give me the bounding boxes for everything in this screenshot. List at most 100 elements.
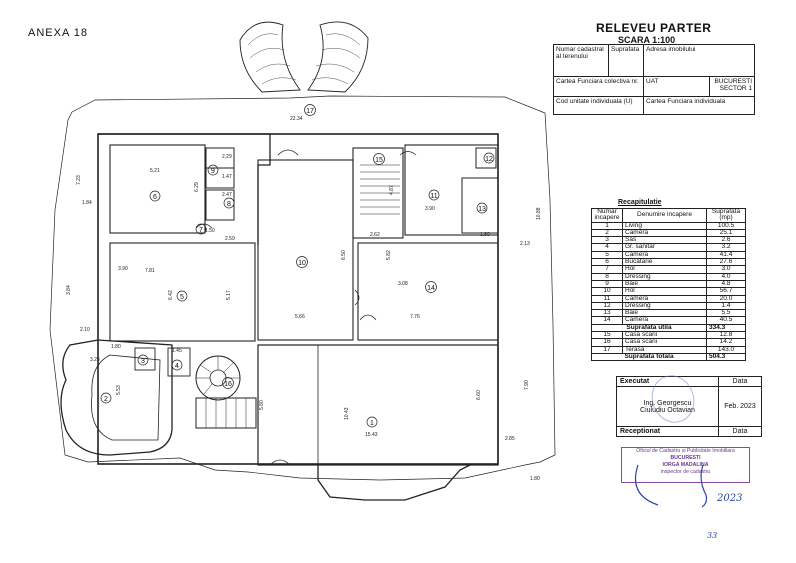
cad-cell: UAT [643, 76, 710, 97]
recap-cell: Hol [622, 287, 707, 296]
dim-label: 7.90 [524, 380, 530, 390]
recap-cell: 14.2 [706, 338, 746, 347]
cad-cell: Adresa imobilului [643, 44, 755, 77]
dim-label: 2.47 [222, 192, 232, 198]
recap-cell: 5.5 [706, 309, 746, 318]
dim-label: 6.50 [341, 250, 347, 260]
svg-text:5: 5 [180, 294, 184, 301]
svg-text:2: 2 [104, 396, 108, 403]
svg-text:1: 1 [370, 420, 374, 427]
receptionat-label: Receptionat [616, 426, 719, 437]
room-marker: 7 [195, 223, 207, 235]
dim-label: 2.85 [505, 436, 515, 442]
dim-label: 10.88 [536, 207, 542, 220]
recap-cell: 4.0 [706, 272, 746, 281]
svg-text:7: 7 [199, 227, 203, 234]
recap-cell: 40.5 [706, 316, 746, 325]
dim-label: 3.25 [90, 357, 100, 363]
recap-cell: Suprafata totala [591, 352, 707, 362]
recap-cell: 41.4 [706, 250, 746, 260]
svg-text:11: 11 [430, 193, 437, 200]
dim-label: 5.82 [386, 250, 392, 260]
recap-title: Recapitulatie [618, 199, 662, 206]
exec-name-2: Ciuludiu Octavian [640, 406, 695, 414]
dim-label: 5.66 [295, 314, 305, 320]
room-marker: 11 [428, 189, 440, 201]
recap-cell: 504.3 [706, 352, 746, 362]
cad-cell: BUCURESTI SECTOR 1 [709, 76, 755, 97]
dim-label: 3.90 [425, 206, 435, 212]
dim-label: 1.45 [172, 348, 182, 354]
dim-label: 5.53 [116, 385, 122, 395]
stamp-line: BUCURESTI [670, 455, 701, 461]
dim-label: 1.80 [480, 232, 490, 238]
room-marker: 2 [100, 392, 112, 404]
dim-label: 22.34 [290, 116, 303, 122]
dim-label: 2.13 [520, 241, 530, 247]
dim-label: 5.21 [150, 168, 160, 174]
page-number: 33 [707, 531, 718, 540]
dim-label: 1.47 [222, 174, 232, 180]
cad-cell: Cartea Funciara individuala [643, 96, 755, 115]
svg-text:13: 13 [478, 206, 486, 213]
recap-cell: 14 [591, 316, 623, 325]
recap-cell: Bucatarie [622, 258, 707, 267]
recap-header: Numar incapere [591, 208, 623, 223]
dim-label: 2.29 [222, 154, 232, 160]
svg-text:9: 9 [211, 168, 215, 175]
svg-text:6: 6 [153, 194, 157, 201]
dim-label: 7.76 [410, 314, 420, 320]
recap-cell: 143.0 [706, 345, 746, 354]
recap-header: Denumire incapere [622, 208, 707, 223]
room-marker: 14 [425, 281, 437, 293]
dim-label: 2.59 [225, 236, 235, 242]
svg-text:3: 3 [141, 358, 145, 365]
dim-label: 3.90 [118, 266, 128, 272]
recap-cell: 4.8 [706, 279, 746, 289]
signature-marks [634, 464, 708, 508]
recap-cell: 1.4 [706, 301, 746, 311]
room-marker: 1 [366, 416, 378, 428]
exec-names: Ing. Georgescu Ciuludiu Octavian [616, 386, 719, 427]
scale-label: SCARA 1:100 [618, 35, 676, 45]
dim-label: 7.23 [76, 175, 82, 185]
dim-label: 7.81 [145, 268, 155, 274]
dim-label: 15.43 [365, 432, 378, 438]
svg-text:12: 12 [485, 156, 493, 163]
page-title: RELEVEU PARTER [596, 21, 712, 35]
dim-label: 1.84 [82, 200, 92, 206]
handwritten-year: 2023 [717, 493, 743, 504]
exec-date: Feb. 2023 [717, 386, 763, 427]
dim-label: 1.80 [530, 476, 540, 482]
recap-cell: 3.0 [706, 265, 746, 274]
svg-text:4: 4 [175, 363, 179, 370]
recap-cell: 56.7 [706, 287, 746, 296]
stamp-line: IORGA MADALINA [662, 462, 709, 468]
recap-cell: 27.6 [706, 258, 746, 267]
svg-text:14: 14 [427, 285, 435, 292]
dim-label: 1.80 [111, 344, 121, 350]
cad-cell: Cartea Funciara colectiva nr. [553, 76, 644, 97]
recap-cell: 334.3 [706, 323, 746, 333]
recap-cell: 20.0 [706, 294, 746, 303]
svg-text:8: 8 [227, 201, 231, 208]
recap-cell: 12.8 [706, 331, 746, 340]
recap-cell: 17 [591, 345, 623, 354]
dim-label: 1.50 [205, 228, 215, 234]
dim-label: 6.42 [168, 290, 174, 300]
dim-label: 5.80 [259, 400, 265, 410]
exec-date-label: Data [717, 376, 763, 387]
room-marker: 12 [483, 152, 495, 164]
svg-text:17: 17 [306, 108, 314, 115]
cad-cell: Suprafata [608, 44, 644, 77]
